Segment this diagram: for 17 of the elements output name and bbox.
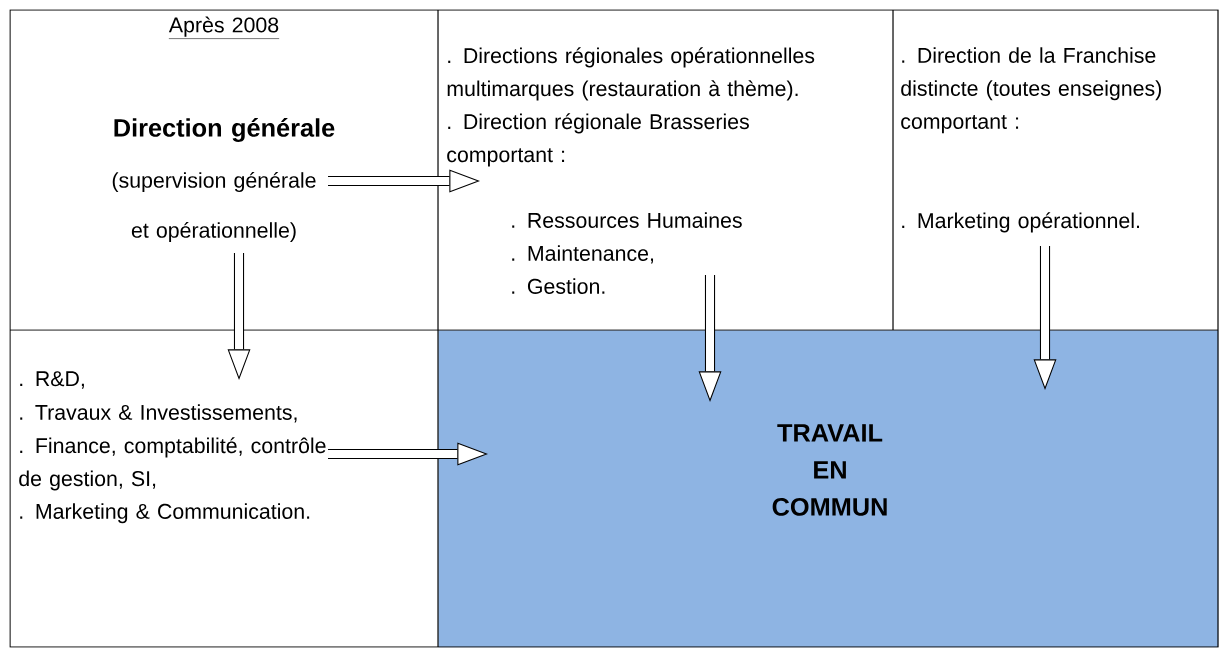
list-item: . Ressources Humaines: [512, 212, 742, 228]
list-item: . Directions régionales opérationnelles multimarques (restauration à thème).: [447, 47, 815, 101]
table-cell: [112, 16, 335, 243]
heading: Direction générale: [114, 118, 335, 142]
list-item: . Marketing & Communication.: [20, 503, 310, 524]
list-item: . Marketing opérationnel.: [902, 212, 1139, 233]
period-heading: Après 2008: [168, 16, 280, 39]
list-item: . Gestion.: [512, 278, 605, 294]
list-item: . Travaux & Investissements,: [20, 404, 297, 423]
heading: TRAVAIL EN COMMUN: [772, 424, 887, 516]
list-item: . Finance, comptabilité, contrôle de gestion, SI,: [19, 437, 326, 491]
list-item: . R&D,: [20, 371, 84, 389]
list-item: . Direction régionale Brasseries comportant :: [447, 113, 749, 167]
list-item: . Direction de la Franchise distincte (toutes enseignes) comportant :: [901, 47, 1161, 134]
table-cell: [438, 330, 1219, 648]
list-item: . Maintenance,: [512, 245, 653, 264]
subtitle: (supervision générale et opérationnelle): [112, 171, 316, 243]
